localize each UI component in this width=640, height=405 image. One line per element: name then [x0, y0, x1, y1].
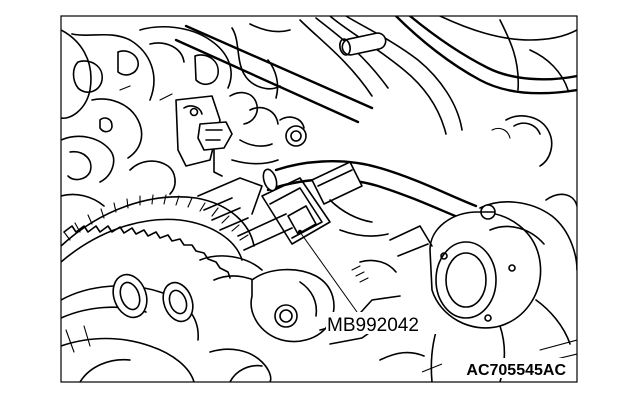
callout-leader-line — [299, 231, 358, 313]
upper-left-castings — [61, 23, 291, 207]
sensor-bracket — [175, 59, 307, 177]
callout-label-backing — [326, 312, 443, 334]
figure-code-leader — [421, 363, 443, 373]
figure-code-backing — [444, 358, 568, 378]
special-tool — [237, 160, 478, 251]
figure-code: AC705545AC — [466, 362, 566, 379]
illustration-body — [61, 16, 577, 382]
upper-hoses — [174, 16, 577, 167]
throttle-body — [351, 193, 577, 382]
lower-ports — [61, 255, 577, 382]
crankshaft-sprocket — [61, 177, 263, 279]
tool-part-number-label: MB992042 — [327, 315, 419, 336]
